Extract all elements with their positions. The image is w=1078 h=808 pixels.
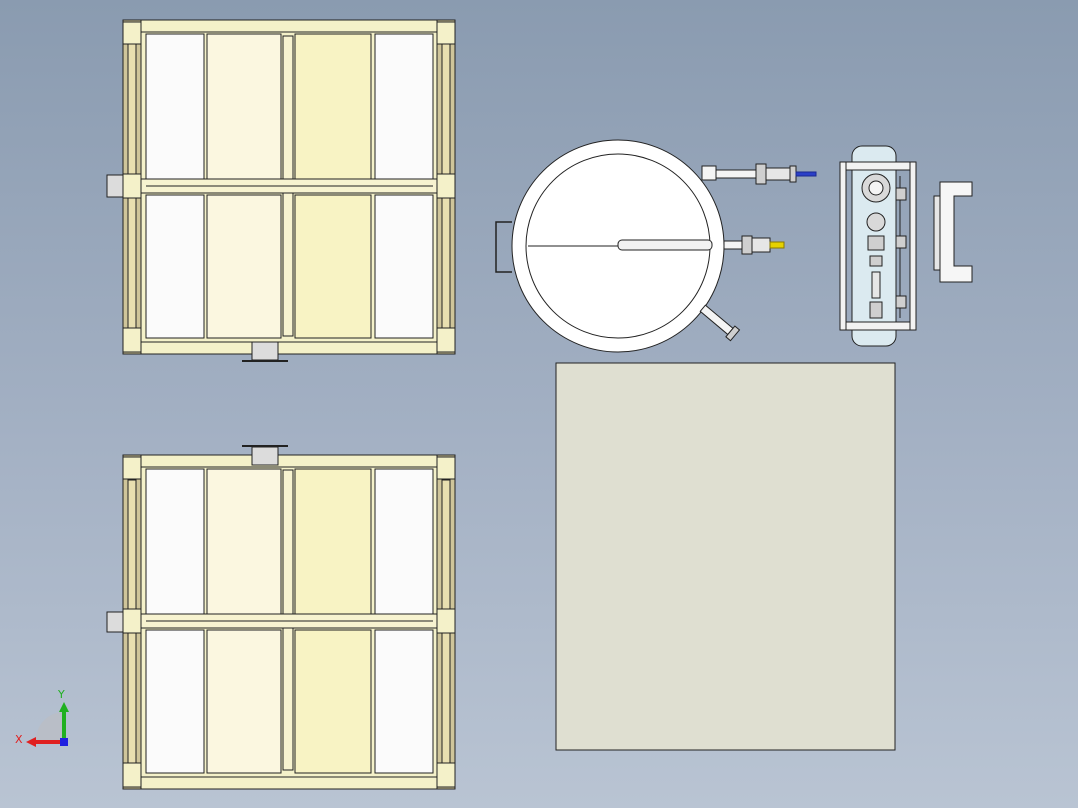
handle-part-view[interactable]: [933, 181, 973, 283]
base-plate-view[interactable]: [555, 362, 896, 751]
y-axis-label: Y: [58, 688, 65, 701]
nozzle-right[interactable]: [723, 235, 785, 255]
z-axis-icon: [60, 738, 68, 746]
nozzle-lower-right[interactable]: [698, 303, 741, 342]
x-axis-label: X: [15, 733, 23, 746]
bottom-left-frame-view[interactable]: [106, 445, 456, 790]
circular-tank-plan-view[interactable]: [495, 139, 817, 353]
axis-triad: [26, 702, 69, 747]
vessel-side-view[interactable]: [839, 145, 917, 347]
nozzle-top-right[interactable]: [701, 163, 817, 185]
top-left-frame-view[interactable]: [106, 19, 456, 362]
